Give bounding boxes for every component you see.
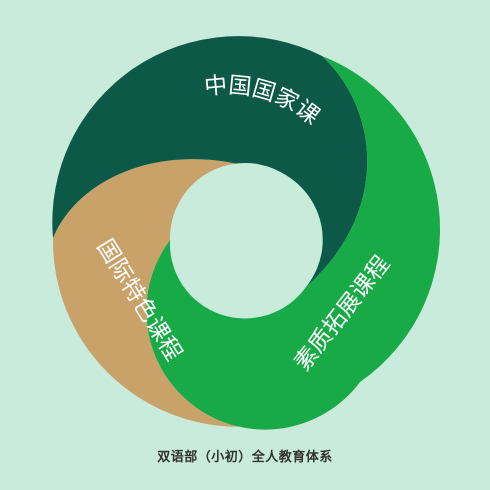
segment-quality [146,56,441,430]
center-hole [170,163,320,313]
segment-international [52,159,360,430]
diagram-caption: 双语部（小初）全人教育体系 [157,450,333,465]
segment-national [52,36,368,287]
